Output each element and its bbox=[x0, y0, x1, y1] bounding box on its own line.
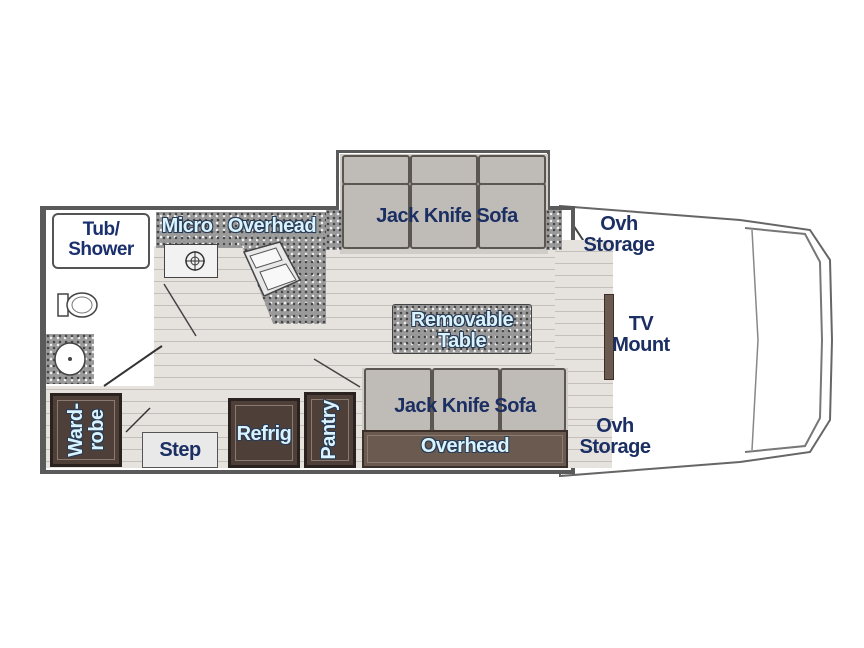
toilet bbox=[56, 290, 100, 320]
tv-mount-bar bbox=[604, 294, 614, 380]
sofa-top-seat-cushion-2 bbox=[410, 183, 478, 249]
step-label: Step bbox=[159, 439, 201, 461]
kitchen-sink bbox=[242, 241, 302, 297]
sofa-top-back-cushion-1 bbox=[342, 155, 410, 185]
sofa-bottom-cushion-2 bbox=[432, 368, 500, 432]
cooktop bbox=[164, 244, 218, 278]
tv-mount-label: TV Mount bbox=[612, 313, 670, 356]
sofa-top-seat-cushion-1 bbox=[342, 183, 410, 249]
sofa-top-back-cushion-3 bbox=[478, 155, 546, 185]
sofa-top-arm-right bbox=[546, 210, 562, 250]
tub-shower bbox=[52, 213, 150, 269]
entry-floor-line bbox=[313, 358, 361, 388]
sofa-top-arm-left bbox=[326, 210, 342, 250]
wardrobe bbox=[50, 393, 122, 467]
pantry-label: Pantry bbox=[318, 400, 340, 460]
removable-table bbox=[392, 304, 532, 354]
jack-knife-sofa-top-label: Jack Knife Sofa bbox=[376, 205, 518, 227]
ovh-storage-bottom-label: Ovh Storage bbox=[579, 415, 651, 458]
entry-step bbox=[142, 432, 218, 468]
jack-knife-sofa-bottom-label: Jack Knife Sofa bbox=[394, 395, 536, 417]
tub-shower-label: Tub/ Shower bbox=[68, 219, 134, 260]
refrigerator bbox=[228, 398, 300, 468]
bathroom-door bbox=[103, 345, 163, 387]
refrig-label: Refrig bbox=[236, 423, 292, 445]
entry-door bbox=[125, 407, 151, 433]
bathroom-sink bbox=[52, 340, 88, 378]
overhead-top-label: Overhead bbox=[227, 215, 317, 237]
sofa-top-back-cushion-2 bbox=[410, 155, 478, 185]
sofa-bottom-cushion-3 bbox=[500, 368, 566, 432]
overhead-bottom-label: Overhead bbox=[420, 435, 510, 457]
micro-label: Micro bbox=[161, 215, 213, 237]
pantry bbox=[304, 392, 356, 468]
cab-outline bbox=[559, 204, 834, 478]
burner-icon bbox=[185, 251, 205, 271]
kitchen-floor-line bbox=[163, 283, 197, 337]
wardrobe-label: Ward- robe bbox=[65, 403, 108, 457]
sofa-top-seat-cushion-3 bbox=[478, 183, 546, 249]
overhead-cabinet-bottom bbox=[362, 430, 568, 468]
ovh-storage-top-label: Ovh Storage bbox=[583, 213, 655, 256]
removable-table-label: Removable Table bbox=[410, 309, 514, 352]
